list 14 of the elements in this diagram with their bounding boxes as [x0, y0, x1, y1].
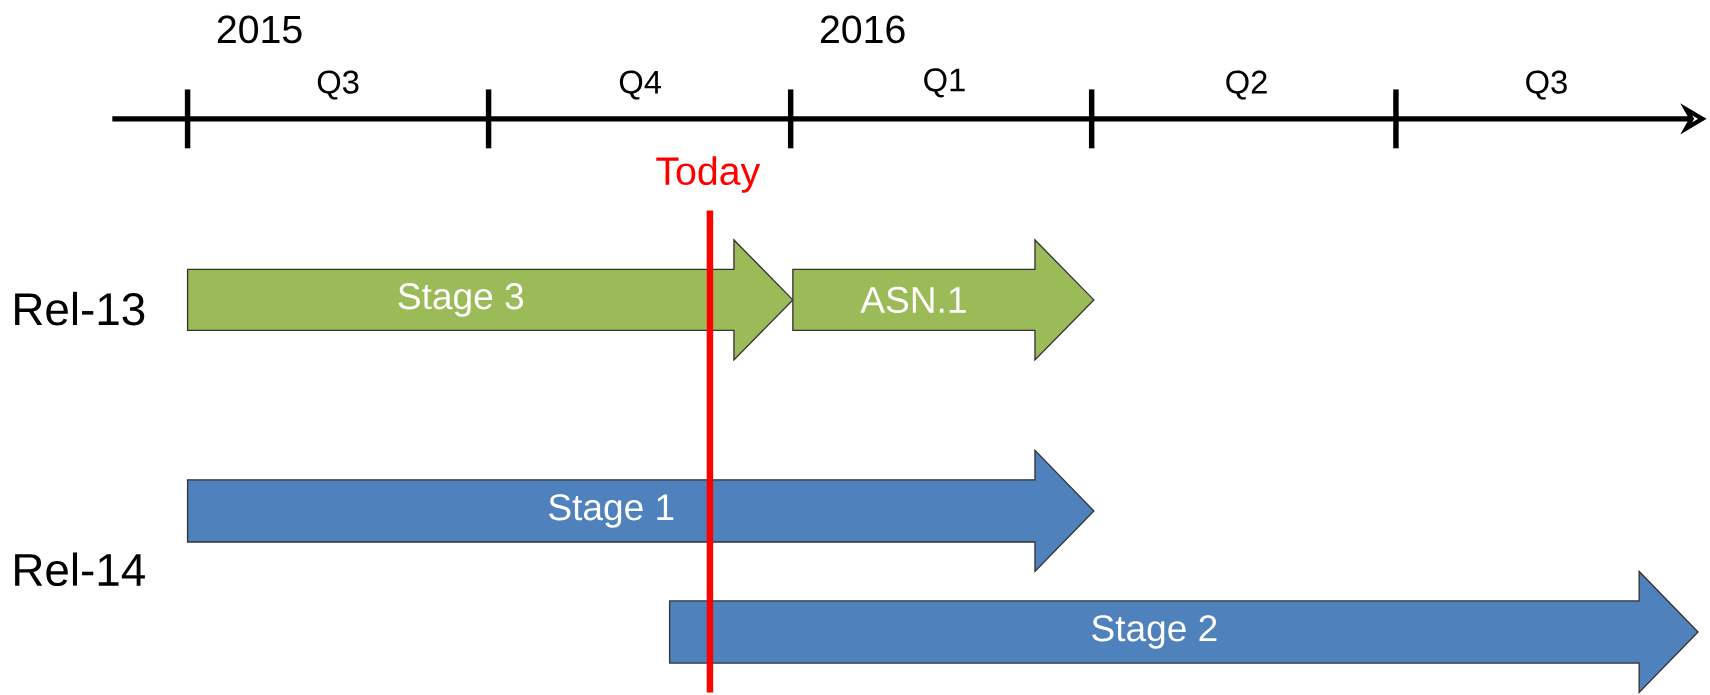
today-label: Today	[656, 156, 761, 193]
quarter-label: Q1	[924, 68, 965, 98]
arrow-bar: Stage 1	[186, 448, 1095, 574]
quarter-label: Q4	[619, 70, 662, 100]
year-label: 2015	[217, 15, 302, 44]
year-label: 2016	[820, 15, 905, 44]
arrow-bar: Stage 3	[186, 238, 794, 362]
row-label: Rel-13	[15, 292, 145, 326]
quarter-label: Q2	[1226, 70, 1267, 100]
quarter-label: Q3	[317, 70, 359, 100]
arrow-bar: ASN.1	[792, 238, 1095, 362]
quarter-label: Q3	[1526, 70, 1567, 100]
arrow-bar: Stage 2	[668, 570, 1699, 695]
row-label: Rel-14	[15, 552, 145, 587]
